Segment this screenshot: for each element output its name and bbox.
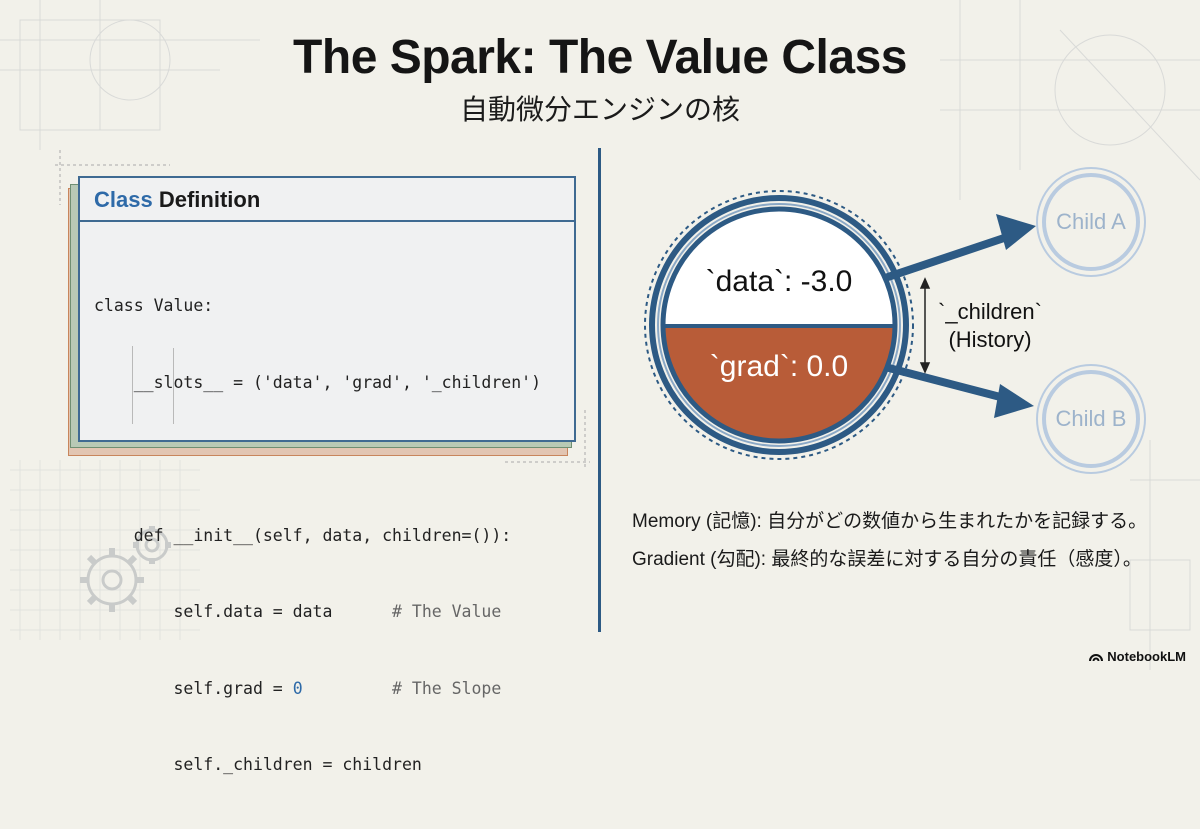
- code-line: self.grad = 0 # The Slope: [94, 678, 502, 698]
- card-header-text: Definition: [152, 187, 261, 212]
- children-label: `_children` (History): [920, 298, 1060, 354]
- code-line: [94, 446, 574, 472]
- page-subtitle: 自動微分エンジンの核: [459, 93, 740, 126]
- children-label-name: `_children`: [938, 299, 1042, 324]
- code-line: self._children = children: [94, 755, 422, 774]
- middle-ring: [649, 195, 909, 455]
- code-line: class Value:: [94, 296, 214, 315]
- notes: Memory (記憶): 自分がどの数値から生まれたかを記録する。 Gradie…: [632, 508, 1192, 584]
- note-memory: Memory (記憶): 自分がどの数値から生まれたかを記録する。: [632, 511, 1148, 532]
- brand-name: NotebookLM: [1107, 649, 1186, 664]
- indent-guide: [173, 348, 174, 424]
- value-node-diagram: [644, 167, 1146, 474]
- child-b-label: Child B: [1055, 406, 1127, 431]
- arrow-to-child-a: [883, 214, 1036, 282]
- card-header-keyword: Class: [94, 187, 153, 212]
- blueprint-background: [0, 0, 1200, 670]
- code-comment: # The Slope: [392, 678, 502, 698]
- grad-label: `grad`: 0.0: [709, 350, 849, 383]
- note-gradient: Gradient (勾配): 最終的な誤差に対する自分の責任（感度）。: [632, 549, 1142, 570]
- card-header: Class Definition: [80, 178, 574, 222]
- code-line: def __init__(self, data, children=()):: [94, 525, 512, 545]
- code-line: __slots__ = ('data', 'grad', '_children'…: [94, 372, 542, 392]
- history-bracket: [919, 277, 931, 374]
- class-definition-card: Class Definition class Value: __slots__ …: [78, 176, 576, 774]
- code-number: 0: [292, 678, 303, 698]
- notebooklm-logo-icon: [1089, 653, 1104, 661]
- arrow-to-child-b: [883, 363, 1034, 418]
- child-b-node: [1036, 364, 1146, 474]
- vertical-divider: [598, 148, 601, 632]
- page-title: The Spark: The Value Class: [293, 31, 907, 84]
- grad-half: [663, 326, 895, 441]
- code-line: self.data = data # The Value: [94, 602, 502, 621]
- indent-guide: [132, 346, 133, 424]
- children-label-note: (History): [948, 327, 1032, 352]
- code-comment: # The Value: [392, 602, 502, 621]
- child-a-node: [1036, 167, 1146, 277]
- code-block: class Value: __slots__ = ('data', 'grad'…: [80, 222, 574, 829]
- brand-watermark: NotebookLM: [1089, 649, 1186, 664]
- outer-ring: [644, 190, 914, 460]
- data-label: `data`: -3.0: [705, 265, 853, 298]
- data-half: [663, 209, 895, 326]
- child-a-label: Child A: [1056, 209, 1126, 234]
